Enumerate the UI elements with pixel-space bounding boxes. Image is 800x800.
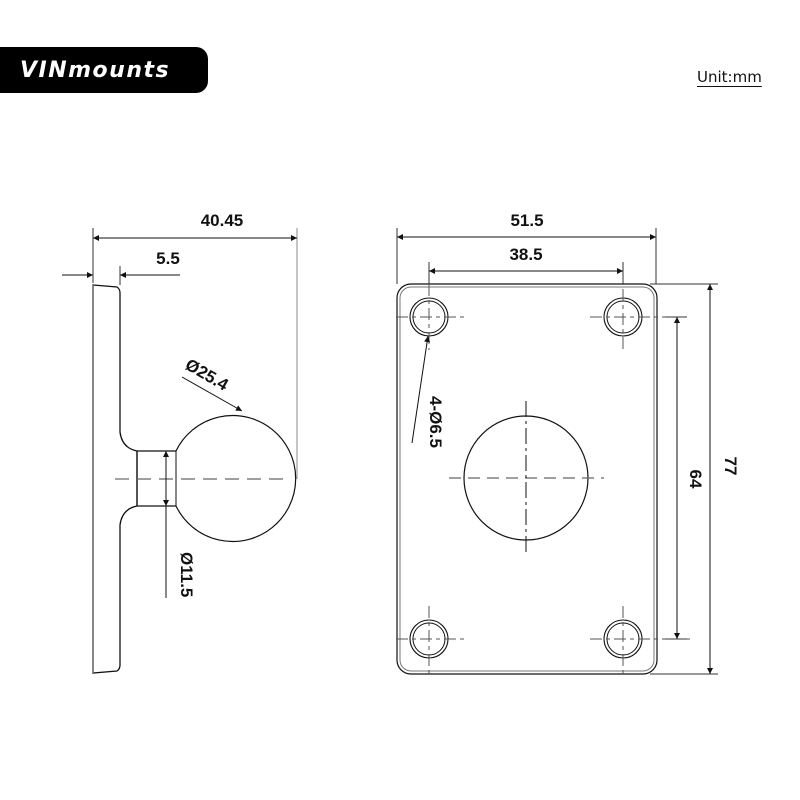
brand-logo-badge: VINmounts — [0, 47, 208, 93]
dim-hole-spec: 4-Ø6.5 — [426, 396, 445, 448]
dim-overall-length: 40.45 — [201, 211, 244, 230]
unit-label: Unit:mm — [697, 68, 762, 86]
dim-ball-diameter: Ø25.4 — [182, 355, 232, 395]
dim-plate-thickness: 5.5 — [156, 249, 180, 268]
dim-plate-height: 77 — [721, 457, 740, 476]
mounting-holes — [396, 265, 690, 674]
side-view: 40.45 5.5 Ø25.4 Ø11.5 — [62, 211, 298, 674]
dim-hole-spacing-v: 64 — [686, 470, 705, 489]
ball-outline — [175, 414, 297, 543]
dim-plate-width: 51.5 — [510, 211, 543, 230]
dim-neck-diameter: Ø11.5 — [177, 552, 196, 597]
brand-logo-text: VINmounts — [20, 57, 171, 83]
front-view: 51.5 38.5 4-Ø6.5 77 64 — [396, 211, 740, 675]
dim-hole-spacing-h: 38.5 — [509, 245, 542, 264]
